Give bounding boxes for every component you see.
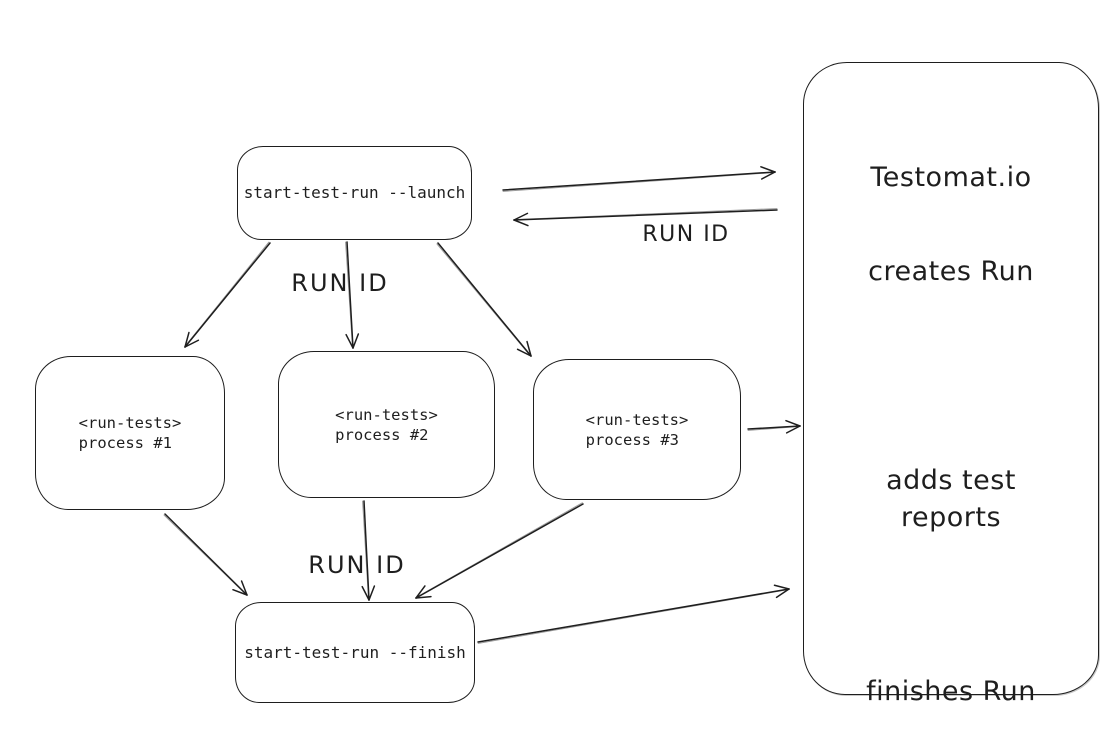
edge-label-run-id-top: RUN ID: [642, 222, 730, 247]
node-finish-label: start-test-run --finish: [244, 642, 466, 662]
node-launch-label: start-test-run --launch: [243, 183, 466, 202]
arrow-process1-to-finish: [163, 513, 248, 596]
arrow-finish-to-testomat: [477, 584, 790, 644]
testomat-adds-line2: reports: [900, 502, 1002, 533]
node-start-test-run-launch: start-test-run --launch: [237, 146, 472, 240]
arrow-launch-to-process3: [436, 242, 532, 357]
testomat-finishes-run-label: finishes Run: [866, 676, 1036, 707]
process2-line2: process #2: [335, 425, 429, 444]
arrow-launch-to-testomat: [502, 166, 776, 192]
node-start-test-run-finish: start-test-run --finish: [235, 602, 475, 703]
arrow-process3-to-finish: [415, 502, 584, 599]
node-process2-label: <run-tests>process #2: [335, 405, 438, 445]
arrow-launch-to-process1: [184, 241, 271, 348]
process2-line1: <run-tests>: [335, 405, 438, 424]
node-process1-label: <run-tests> process #1: [79, 413, 182, 453]
edge-label-run-id-bottom: RUN ID: [308, 551, 406, 579]
arrow-process3-to-testomat: [747, 419, 801, 434]
process1-line1: <run-tests>: [78, 414, 182, 432]
node-testomat-io: Testomat.io creates Run adds test reports…: [803, 62, 1099, 707]
process3-line2: process #3: [585, 430, 679, 449]
testomat-title: Testomat.io: [870, 162, 1032, 193]
node-run-tests-process-1: <run-tests> process #1: [35, 356, 225, 510]
process1-line2: process #1: [78, 434, 172, 452]
process3-line1: <run-tests>: [585, 410, 689, 429]
testomat-creates-run-label: creates Run: [868, 256, 1034, 287]
node-run-tests-process-3: <run-tests>process #3: [533, 359, 741, 500]
testomat-adds-line1: adds test: [886, 465, 1016, 496]
node-run-tests-process-2: <run-tests>process #2: [278, 351, 495, 498]
node-process3-label: <run-tests>process #3: [586, 410, 689, 450]
edge-label-run-id-middle: RUN ID: [291, 269, 389, 297]
testomat-adds-test-reports-label: adds test reports: [804, 462, 1098, 536]
